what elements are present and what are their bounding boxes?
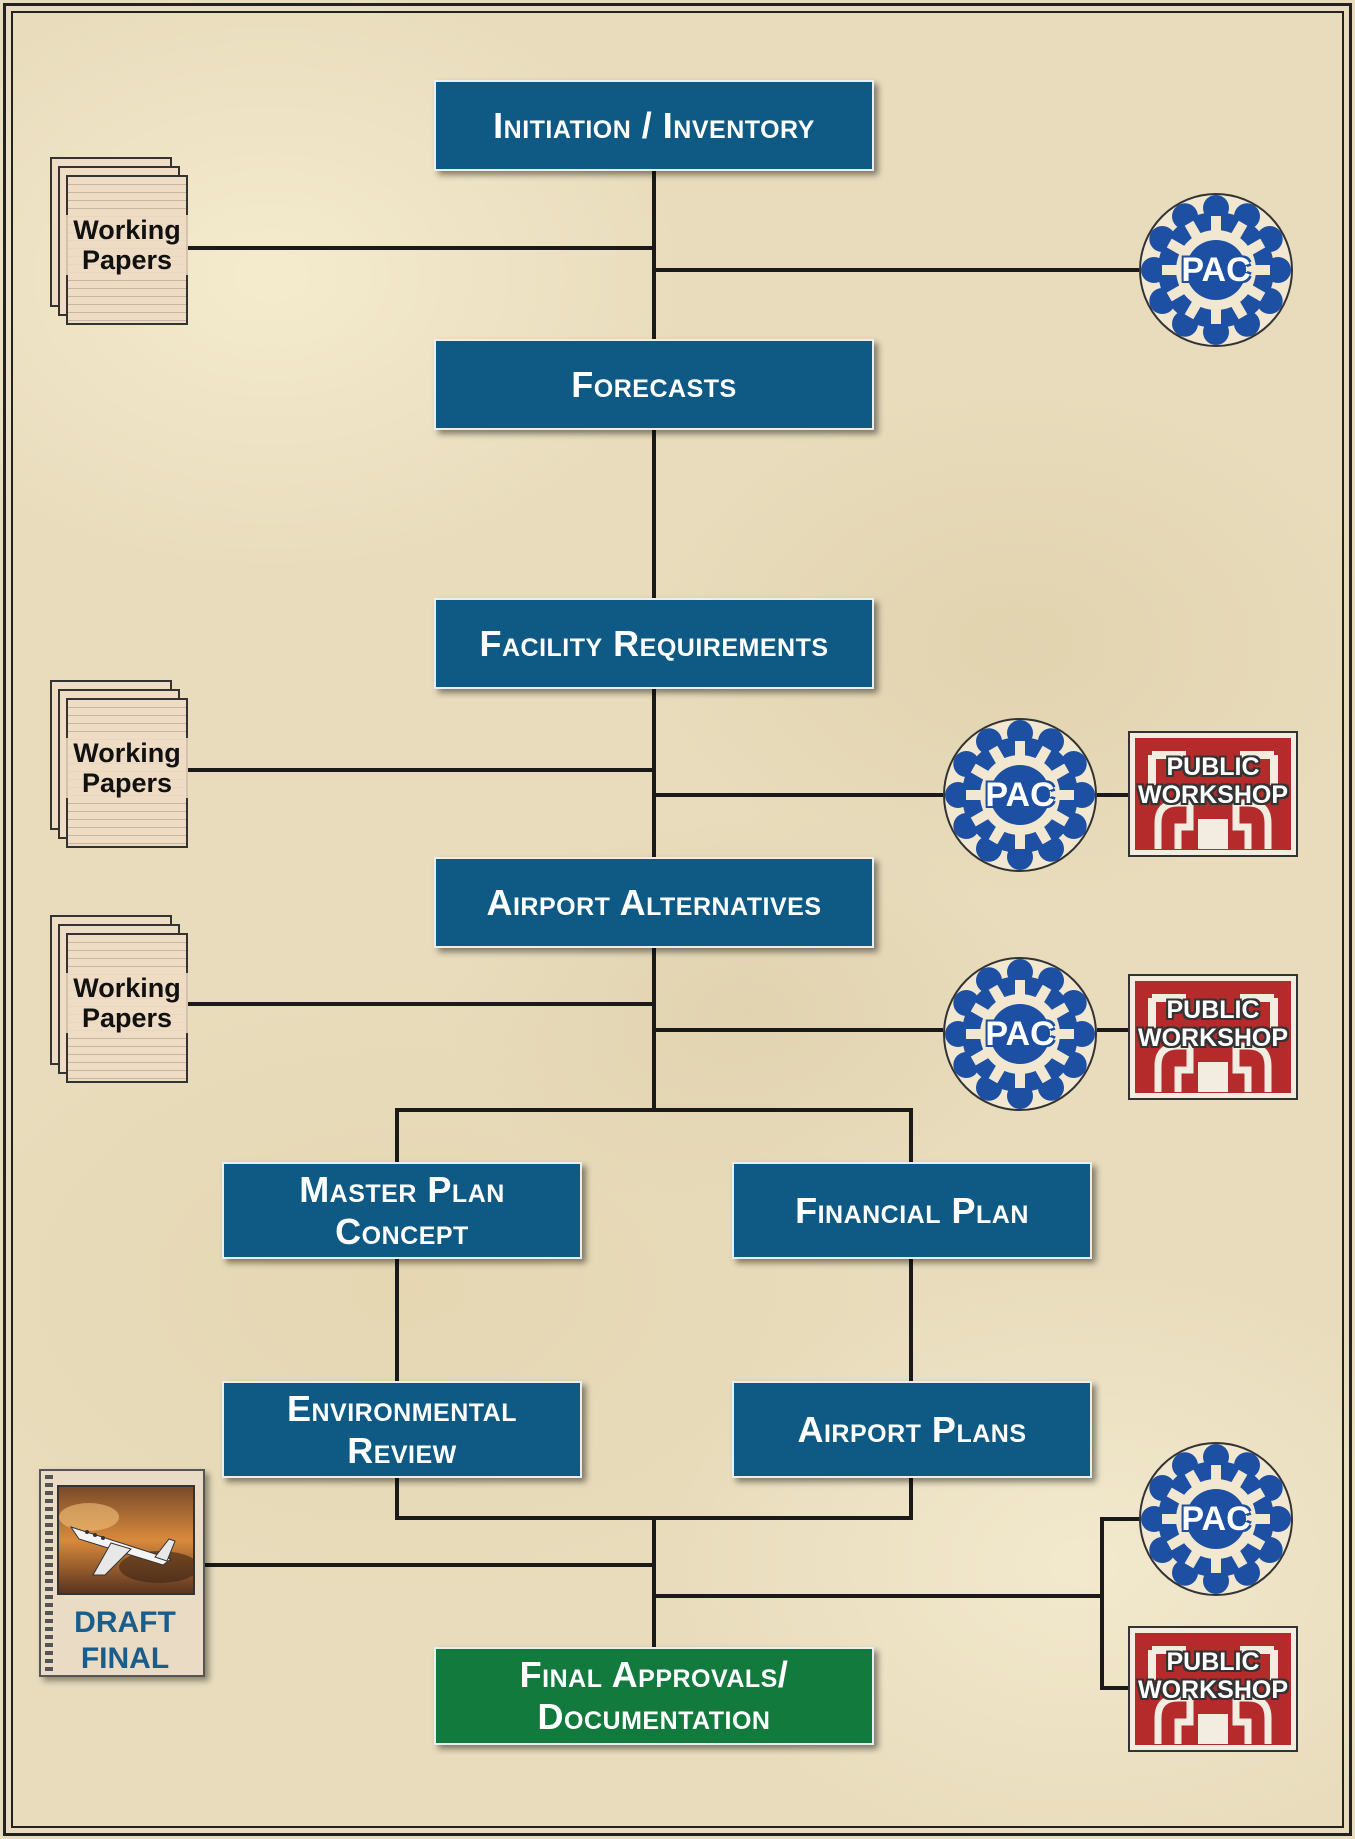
step-airport-plans: Airport Plans — [732, 1381, 1092, 1478]
step-initiation-inventory: Initiation / Inventory — [434, 80, 874, 171]
step-alternatives-label: Airport Alternatives — [486, 881, 822, 923]
step-master-plan-line1: Master Plan — [299, 1168, 505, 1210]
draft-final-report: DRAFT FINAL — [39, 1469, 205, 1677]
step-final-approvals: Final Approvals/ Documentation — [434, 1647, 874, 1745]
working-papers-label: Working Papers — [66, 973, 188, 1033]
public-workshop-icon — [1128, 731, 1298, 857]
pac-badge-3: PAC — [941, 955, 1099, 1113]
working-papers-doc-1: Working Papers — [50, 157, 190, 327]
airplane-photo-icon — [57, 1485, 195, 1595]
public-workshop-icon — [1128, 1626, 1298, 1752]
step-final-line2: Documentation — [537, 1696, 771, 1737]
public-workshop-label: PUBLIC WORKSHOP — [1138, 753, 1288, 809]
spiral-binding — [45, 1475, 53, 1671]
step-master-plan-concept: Master Plan Concept — [222, 1162, 582, 1259]
pac-emblem-icon — [943, 957, 1097, 1111]
pac-badge-2: PAC — [941, 716, 1099, 874]
step-facility-requirements: Facility Requirements — [434, 598, 874, 689]
pac-emblem-icon — [1139, 1442, 1293, 1596]
step-airport-alternatives: Airport Alternatives — [434, 857, 874, 948]
step-final-line1: Final Approvals/ — [519, 1654, 789, 1695]
working-papers-label: Working Papers — [66, 738, 188, 798]
step-environmental-line2: Review — [347, 1429, 457, 1471]
pac-label: PAC — [985, 1014, 1055, 1053]
public-workshop-sign-3: PUBLIC WORKSHOP — [1128, 1626, 1298, 1752]
final-label: FINAL — [80, 1642, 170, 1675]
pac-badge-4: PAC — [1137, 1440, 1295, 1598]
pac-emblem-icon — [1139, 193, 1293, 347]
pac-label: PAC — [1181, 250, 1251, 289]
step-environmental-line1: Environmental — [286, 1387, 518, 1429]
step-initiation-label: Initiation / Inventory — [493, 104, 815, 146]
public-workshop-sign-2: PUBLIC WORKSHOP — [1128, 974, 1298, 1100]
public-workshop-icon — [1128, 974, 1298, 1100]
draft-label: DRAFT — [74, 1606, 176, 1639]
working-papers-label: Working Papers — [66, 215, 188, 275]
public-workshop-label: PUBLIC WORKSHOP — [1138, 1648, 1288, 1704]
step-facility-label: Facility Requirements — [479, 622, 829, 664]
outer-border — [3, 3, 1352, 1836]
pac-emblem-icon — [943, 718, 1097, 872]
public-workshop-sign-1: PUBLIC WORKSHOP — [1128, 731, 1298, 857]
step-airport-plans-label: Airport Plans — [797, 1408, 1027, 1450]
step-master-plan-line2: Concept — [335, 1210, 469, 1252]
step-financial-plan: Financial Plan — [732, 1162, 1092, 1259]
working-papers-doc-3: Working Papers — [50, 915, 190, 1085]
inner-border — [11, 11, 1344, 1828]
step-environmental-review: Environmental Review — [222, 1381, 582, 1478]
step-forecasts-label: Forecasts — [571, 363, 737, 405]
step-financial-label: Financial Plan — [795, 1189, 1029, 1231]
public-workshop-label: PUBLIC WORKSHOP — [1138, 996, 1288, 1052]
step-forecasts: Forecasts — [434, 339, 874, 430]
pac-label: PAC — [985, 775, 1055, 814]
pac-label: PAC — [1181, 1499, 1251, 1538]
pac-badge-1: PAC — [1137, 191, 1295, 349]
working-papers-doc-2: Working Papers — [50, 680, 190, 850]
